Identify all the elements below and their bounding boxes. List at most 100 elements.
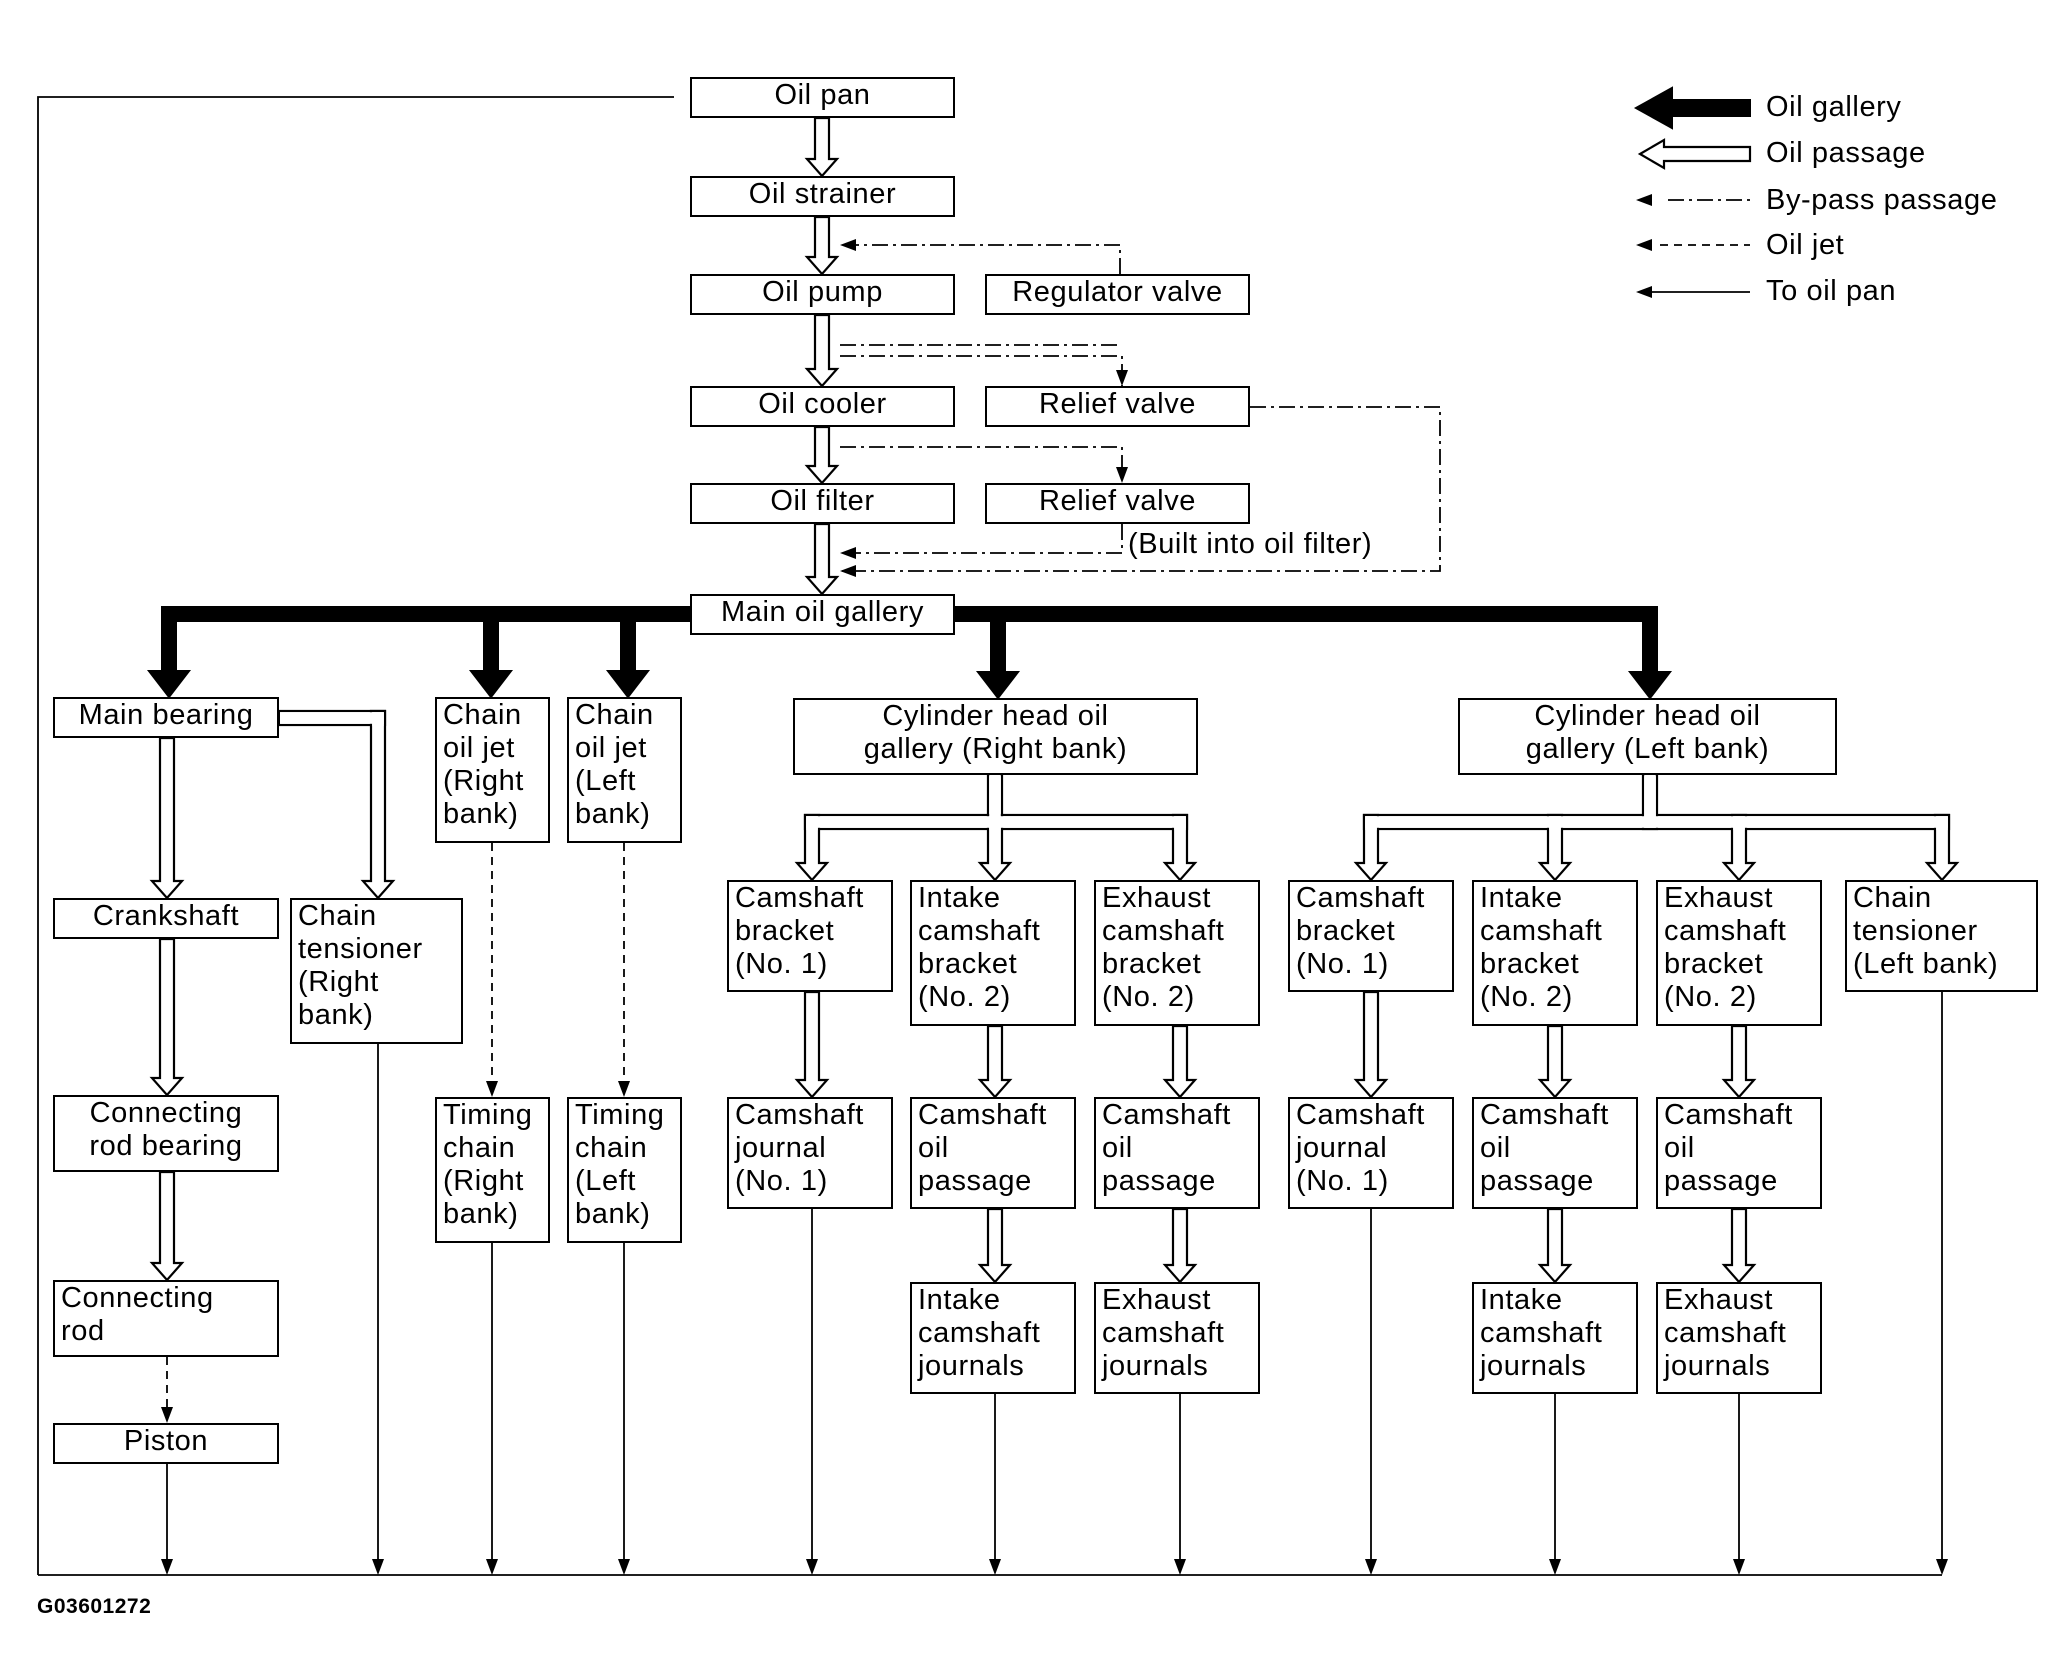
- channel-fill: [989, 816, 1001, 831]
- oil-jet-left-arrowhead: [618, 1081, 630, 1097]
- pump-to-cooler-arrow: [804, 313, 840, 388]
- cooler-to-relief-bypass: [840, 446, 1123, 483]
- chain-oil-jet-left-box: Chain oil jet (Left bank): [567, 697, 682, 843]
- crankshaft-to-rod-bearing-arrow: [149, 937, 185, 1097]
- relief-valve-label-2: Relief valve: [1038, 485, 1197, 517]
- channel-fill: [989, 775, 1001, 828]
- left-camshaft-oil-passage-exhaust-label: Camshaft oil passage: [1664, 1099, 1793, 1197]
- gallery-drop: [483, 606, 499, 674]
- channel-fill: [1936, 816, 1948, 831]
- right-camshaft-bracket-1-label: Camshaft bracket (No. 1): [735, 882, 864, 980]
- legend-bypass-icon: [1636, 194, 1652, 206]
- relief1-return-bypass: [840, 406, 1441, 572]
- legend-oil-passage-label: Oil passage: [1766, 137, 1926, 169]
- chain-oil-jet-right-label: Chain oil jet (Right bank): [443, 699, 524, 830]
- oil-cooler-box: Oil cooler: [690, 386, 955, 427]
- gallery-drop: [1642, 606, 1658, 675]
- left-camshaft-journal-1-label: Camshaft journal (No. 1): [1296, 1099, 1425, 1197]
- relief-valve-label-1: Relief valve: [1038, 388, 1197, 420]
- main-bearing-label: Main bearing: [78, 699, 254, 731]
- left-intake-bracket-2-label: Intake camshaft bracket (No. 2): [1480, 882, 1603, 1013]
- left-intake-bracket-to-passage-arrow: [1537, 1024, 1573, 1099]
- right-exhaust-bracket-2-label: Exhaust camshaft bracket (No. 2): [1102, 882, 1225, 1013]
- oil-jet-right-arrowhead: [486, 1081, 498, 1097]
- main-bearing-to-crankshaft-arrow: [149, 736, 185, 900]
- return-arrowhead: [1936, 1559, 1948, 1575]
- left-camshaft-oil-passage-intake-label: Camshaft oil passage: [1480, 1099, 1609, 1197]
- return-arrowhead: [1365, 1559, 1377, 1575]
- left-exhaust-journals-box: Exhaust camshaft journals: [1656, 1282, 1822, 1394]
- left-intake-passage-to-journals-arrow: [1537, 1207, 1573, 1284]
- channel-fill: [280, 712, 384, 724]
- right-camshaft-oil-passage-exhaust-box: Camshaft oil passage: [1094, 1097, 1260, 1209]
- gallery-arrowhead: [605, 670, 651, 699]
- regulator-bypass-line: [840, 244, 1121, 274]
- right-intake-passage-to-journals-arrow: [977, 1207, 1013, 1284]
- left-exhaust-bracket-2-box: Exhaust camshaft bracket (No. 2): [1656, 880, 1822, 1026]
- left-exhaust-journals-label: Exhaust camshaft journals: [1664, 1284, 1787, 1382]
- gallery-bar-right: [954, 606, 1658, 622]
- right-intake-bracket-2-label: Intake camshaft bracket (No. 2): [918, 882, 1041, 1013]
- channel-fill: [1733, 816, 1745, 831]
- crankshaft-box: Crankshaft: [53, 898, 279, 939]
- gallery-drop: [990, 606, 1006, 675]
- relief-valve-box-1: Relief valve: [985, 386, 1250, 427]
- left-exhaust-bracket-2-label: Exhaust camshaft bracket (No. 2): [1664, 882, 1787, 1013]
- return-arrowhead: [1174, 1559, 1186, 1575]
- right-exhaust-journals-box: Exhaust camshaft journals: [1094, 1282, 1260, 1394]
- right-camshaft-oil-passage-exhaust-label: Camshaft oil passage: [1102, 1099, 1231, 1197]
- right-head-branch: [1162, 813, 1198, 882]
- gallery-drop: [620, 606, 636, 674]
- return-arrowhead: [1733, 1559, 1745, 1575]
- left-exhaust-bracket-to-passage-arrow: [1721, 1024, 1757, 1099]
- right-camshaft-bracket-1-box: Camshaft bracket (No. 1): [727, 880, 893, 992]
- regulator-bypass-arrowhead: [840, 239, 856, 251]
- piston-label: Piston: [123, 1425, 209, 1457]
- right-intake-journals-label: Intake camshaft journals: [918, 1284, 1041, 1382]
- right-bracket1-to-journal-arrow: [794, 990, 830, 1099]
- legend-bypass-passage-label: By-pass passage: [1766, 184, 1998, 216]
- legend-oil-passage-icon: [1637, 138, 1752, 170]
- filter-to-gallery-arrow: [804, 522, 840, 596]
- left-camshaft-oil-passage-exhaust-box: Camshaft oil passage: [1656, 1097, 1822, 1209]
- oil-pan-box: Oil pan: [690, 77, 955, 118]
- oil-pan-label: Oil pan: [774, 79, 871, 111]
- rod-bearing-to-rod-arrow: [149, 1170, 185, 1282]
- left-camshaft-bracket-1-box: Camshaft bracket (No. 1): [1288, 880, 1454, 992]
- gallery-arrowhead: [146, 670, 192, 699]
- legend-oil-gallery-label: Oil gallery: [1766, 91, 1902, 123]
- right-intake-journals-box: Intake camshaft journals: [910, 1282, 1076, 1394]
- left-intake-bracket-2-box: Intake camshaft bracket (No. 2): [1472, 880, 1638, 1026]
- main-bearing-box: Main bearing: [53, 697, 279, 738]
- channel-fill: [1174, 816, 1186, 831]
- left-head-branch: [1924, 813, 1960, 882]
- return-arrowhead: [618, 1559, 630, 1575]
- channel-fill: [372, 712, 384, 727]
- right-camshaft-journal-1-label: Camshaft journal (No. 1): [735, 1099, 864, 1197]
- legend-oil-gallery-icon: [1633, 86, 1673, 130]
- oil-filter-box: Oil filter: [690, 483, 955, 524]
- return-to-oil-pan-line: [37, 96, 674, 1575]
- right-intake-bracket-to-passage-arrow: [977, 1024, 1013, 1099]
- oil-pump-box: Oil pump: [690, 274, 955, 315]
- regulator-valve-box: Regulator valve: [985, 274, 1250, 315]
- right-exhaust-passage-to-journals-arrow: [1162, 1207, 1198, 1284]
- channel-fill: [1644, 775, 1656, 828]
- left-exhaust-passage-to-journals-arrow: [1721, 1207, 1757, 1284]
- gallery-arrowhead: [468, 670, 514, 699]
- connecting-rod-label: Connecting rod: [61, 1282, 214, 1347]
- left-bracket1-to-journal-arrow: [1353, 990, 1389, 1099]
- left-camshaft-journal-1-box: Camshaft journal (No. 1): [1288, 1097, 1454, 1209]
- channel-fill: [806, 816, 818, 831]
- cooler-to-filter-arrow: [804, 425, 840, 485]
- built-into-oil-filter-note: (Built into oil filter): [1128, 528, 1373, 560]
- crankshaft-label: Crankshaft: [92, 900, 240, 932]
- chain-tensioner-right-label: Chain tensioner (Right bank): [298, 900, 423, 1031]
- regulator-valve-label: Regulator valve: [1012, 276, 1223, 308]
- oil-strainer-box: Oil strainer: [690, 176, 955, 217]
- legend-oil-gallery-icon: [1669, 99, 1751, 117]
- pump-to-relief-bypass: [840, 355, 1123, 386]
- return-arrowhead: [372, 1559, 384, 1575]
- relief1-arrowhead: [1116, 370, 1128, 386]
